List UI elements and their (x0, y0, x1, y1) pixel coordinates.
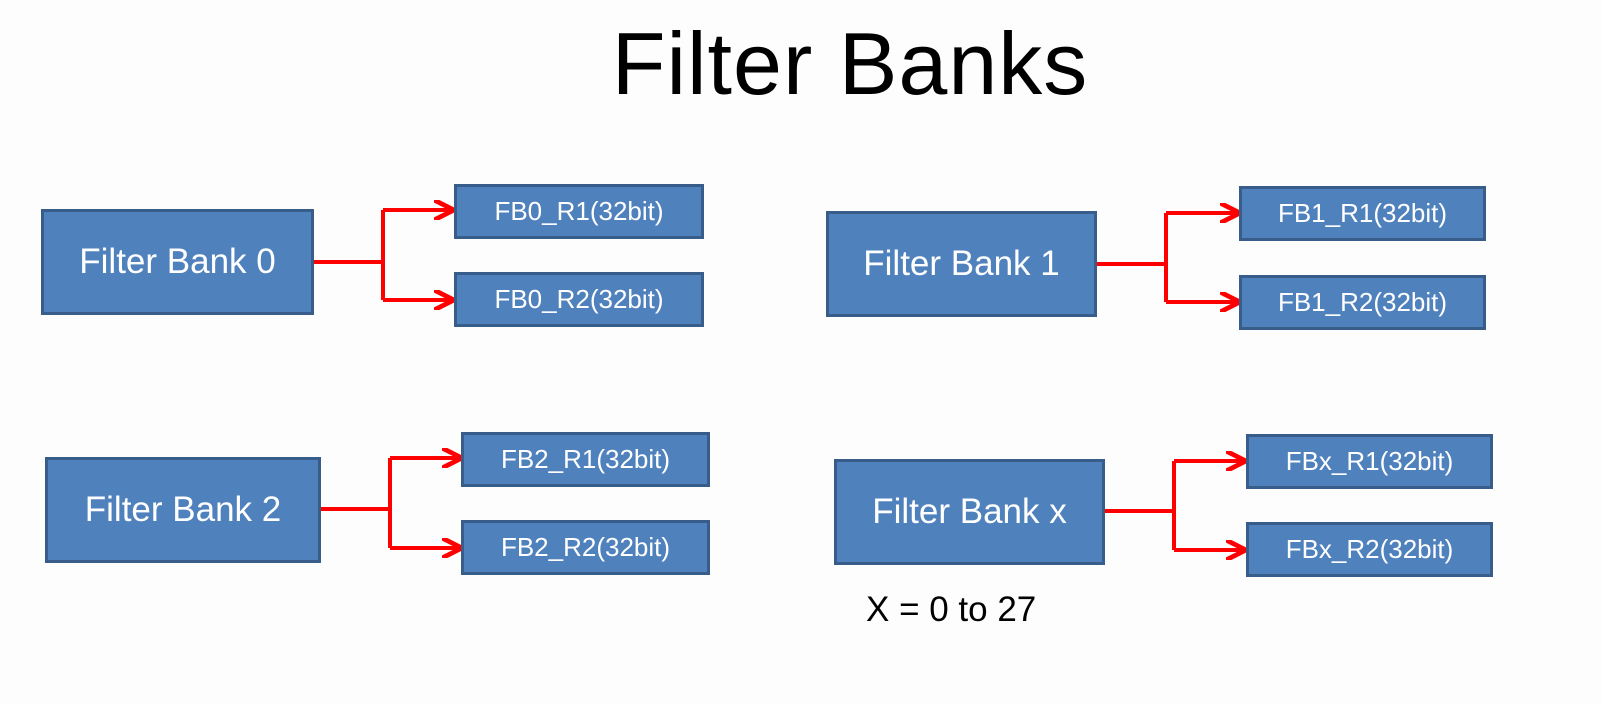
filter-bank-2: Filter Bank 2 (45, 457, 321, 563)
fb0-r2-register: FB0_R2(32bit) (454, 272, 704, 327)
filter-bank-0: Filter Bank 0 (41, 209, 314, 315)
fb2-r2-register: FB2_R2(32bit) (461, 520, 710, 575)
bank-x-connector (1104, 461, 1244, 550)
filter-bank-1: Filter Bank 1 (826, 211, 1097, 317)
bank-2-connector (320, 458, 460, 548)
fb1-r2-register: FB1_R2(32bit) (1239, 275, 1486, 330)
page-title: Filter Banks (611, 14, 1089, 113)
fb1-r1-register: FB1_R1(32bit) (1239, 186, 1486, 241)
fb2-r1-register: FB2_R1(32bit) (461, 432, 710, 487)
fb0-r1-register: FB0_R1(32bit) (454, 184, 704, 239)
range-note: X = 0 to 27 (866, 590, 1037, 629)
fbx-r2-register: FBx_R2(32bit) (1246, 522, 1493, 577)
filter-bank-x: Filter Bank x (834, 459, 1105, 565)
fbx-r1-register: FBx_R1(32bit) (1246, 434, 1493, 489)
bank-1-connector (1096, 213, 1238, 302)
bank-0-connector (313, 210, 452, 300)
